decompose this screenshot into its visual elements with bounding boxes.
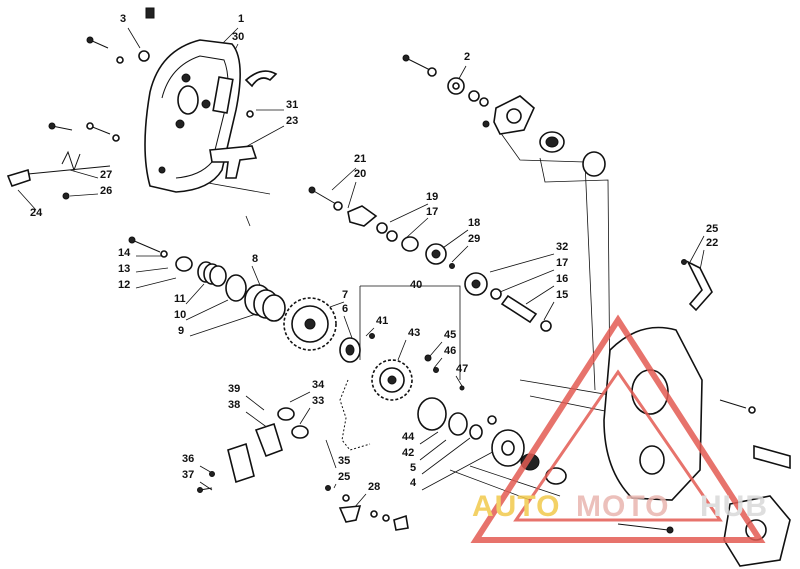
callout-9: 9 [178, 325, 184, 337]
drive-chain [339, 379, 371, 451]
callout-30: 30 [232, 31, 244, 43]
callout-3: 3 [120, 13, 126, 25]
callout-25: 25 [338, 471, 350, 483]
callout-35: 35 [338, 455, 350, 467]
chaincase-housing [603, 259, 791, 567]
bolts-left [48, 36, 120, 142]
callout-20: 20 [354, 168, 366, 180]
callout-45: 45 [444, 329, 456, 341]
callout-17: 17 [426, 206, 438, 218]
callout-14: 14 [118, 247, 131, 259]
callout-16: 16 [556, 273, 568, 285]
watermark-text-hub: HUB [700, 490, 768, 523]
callout-7: 7 [342, 289, 348, 301]
callout-22: 22 [706, 237, 718, 249]
tensioner-parts [308, 186, 552, 332]
callout-19: 19 [426, 191, 438, 203]
drive-sprocket-large [283, 297, 361, 363]
callout-31: 31 [286, 99, 298, 111]
spring-coil [197, 261, 227, 287]
callout-32: 32 [556, 241, 568, 253]
upper-driveshaft-parts [402, 54, 606, 177]
watermark-text-moto: MOTO [576, 490, 669, 523]
callout-1: 1 [238, 13, 244, 25]
callout-33: 33 [312, 395, 324, 407]
callout-28: 28 [368, 481, 380, 493]
callout-43: 43 [408, 327, 420, 339]
callout-10: 10 [174, 309, 186, 321]
callout-21: 21 [354, 153, 366, 165]
callout-13: 13 [118, 263, 130, 275]
callout-4: 4 [410, 477, 417, 489]
callout-12: 12 [118, 279, 130, 291]
part-callouts: 1330312327262422120191718291413128111097… [30, 13, 718, 493]
callout-38: 38 [228, 399, 240, 411]
callout-46: 46 [444, 345, 456, 357]
callout-25: 25 [706, 223, 718, 235]
callout-26: 26 [100, 185, 112, 197]
callout-27: 27 [100, 169, 112, 181]
callout-41: 41 [376, 315, 388, 327]
callout-6: 6 [342, 303, 348, 315]
callout-39: 39 [228, 383, 240, 395]
callout-2: 2 [464, 51, 470, 63]
callout-15: 15 [556, 289, 568, 301]
chaincase-cover [116, 7, 278, 193]
callout-24: 24 [30, 207, 43, 219]
callout-42: 42 [402, 447, 414, 459]
callout-34: 34 [312, 379, 325, 391]
watermark-text-auto: AUTO [472, 490, 560, 523]
callout-8: 8 [252, 253, 258, 265]
callout-17: 17 [556, 257, 568, 269]
callout-18: 18 [468, 217, 480, 229]
callout-40: 40 [410, 279, 422, 291]
callout-37: 37 [182, 469, 194, 481]
driven-sprocket [369, 333, 567, 485]
watermark-triangle [470, 314, 766, 543]
callout-36: 36 [182, 453, 194, 465]
callout-29: 29 [468, 233, 480, 245]
callout-23: 23 [286, 115, 298, 127]
brake-rod-assembly [6, 145, 258, 200]
callout-44: 44 [402, 431, 415, 443]
roller-bracket [197, 407, 409, 531]
callout-5: 5 [410, 462, 416, 474]
watermark-logo: AUTO MOTO HUB [470, 314, 768, 543]
clutch-spring-stack [128, 236, 286, 322]
callout-47: 47 [456, 363, 468, 375]
callout-11: 11 [174, 293, 186, 305]
